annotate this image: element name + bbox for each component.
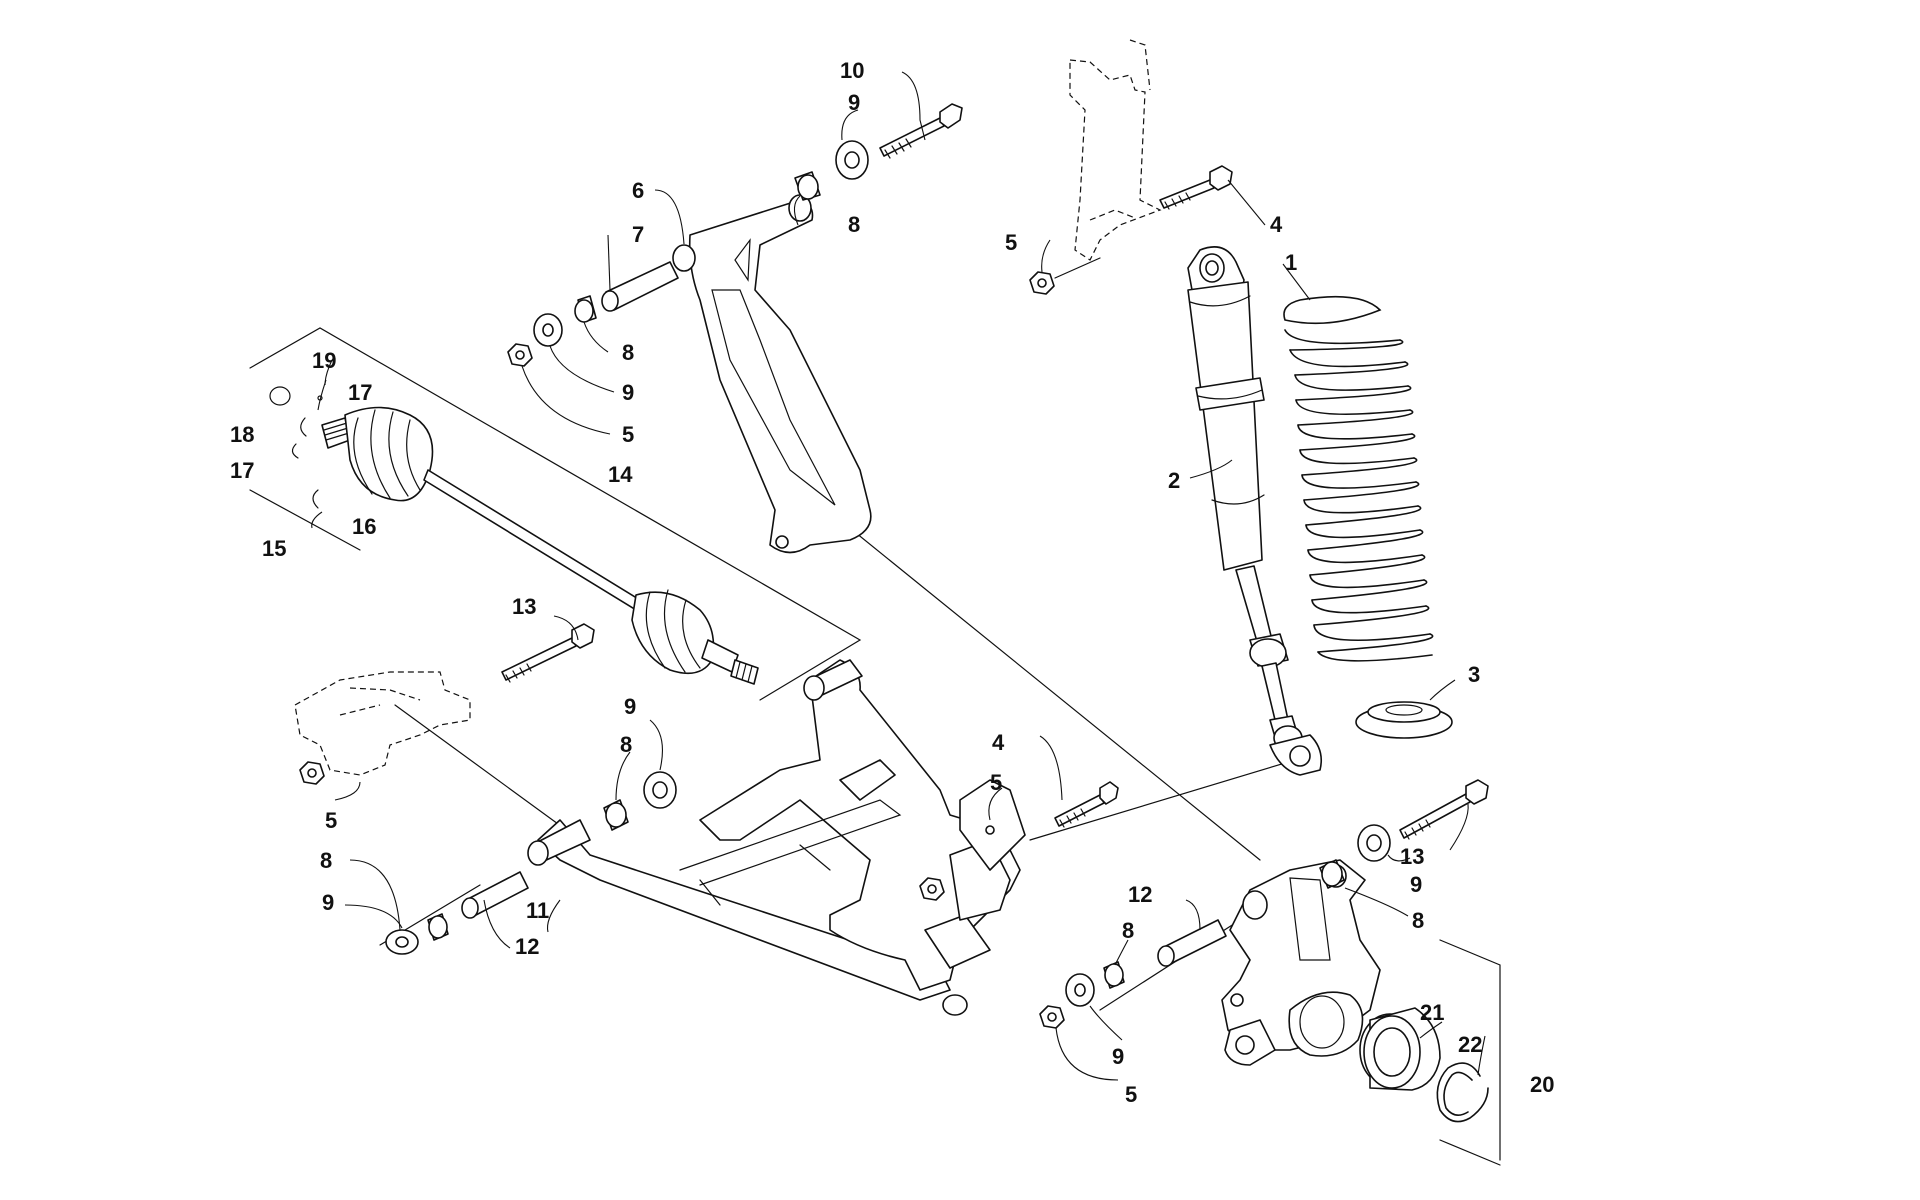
shock-mount-bracket — [959, 779, 1026, 871]
callout-5-frame: 5 — [325, 808, 337, 833]
wheel-bearing — [1359, 1007, 1441, 1091]
washer-knuckle-upper — [1357, 824, 1391, 862]
callout-22: 22 — [1458, 1032, 1482, 1057]
washer-lower-front — [643, 771, 677, 809]
callout-2: 2 — [1168, 468, 1180, 493]
knuckle-group-bracket — [1439, 939, 1501, 1166]
callout-11: 11 — [526, 898, 549, 923]
callout-7: 7 — [632, 222, 644, 247]
nut-upper-inner — [507, 343, 533, 367]
callout-9-knuckle-lower: 9 — [1112, 1044, 1124, 1069]
callout-16: 16 — [352, 514, 376, 539]
callout-14: 14 — [608, 462, 633, 487]
callout-5-shock-lower: 5 — [990, 770, 1002, 795]
callout-6: 6 — [632, 178, 644, 203]
callout-13-knuckle: 13 — [1400, 844, 1424, 869]
callout-labels: 1 2 3 4 4 5 5 5 5 5 6 7 8 8 8 8 8 8 9 9 … — [230, 58, 1554, 1107]
callout-9-knuckle-upper: 9 — [1410, 872, 1422, 897]
bushing-upper-inner — [601, 261, 679, 312]
steering-knuckle — [1221, 859, 1381, 1066]
callout-9-lower-rear: 9 — [322, 890, 334, 915]
callout-21: 21 — [1420, 1000, 1444, 1025]
nut-knuckle-lower — [1039, 1005, 1065, 1029]
bolt-shock-lower — [1054, 781, 1119, 828]
callout-5-upper-arm: 5 — [622, 422, 634, 447]
washer-lower-rear — [385, 929, 419, 955]
sleeve-upper-inner — [574, 295, 597, 323]
washer-upper-outer — [835, 140, 869, 180]
callout-9-upper-inner: 9 — [622, 380, 634, 405]
axle-clips — [269, 386, 323, 509]
lower-arm-front-tube — [803, 659, 863, 701]
sleeve-lower-front — [603, 799, 629, 831]
frame-mount-upper — [1069, 39, 1162, 261]
bolt-lower-inner — [501, 623, 595, 683]
callout-9-upper-outer: 9 — [848, 90, 860, 115]
axle-group-bracket — [249, 327, 862, 701]
callout-15: 15 — [262, 536, 286, 561]
callout-20: 20 — [1530, 1072, 1554, 1097]
callout-4-lower: 4 — [992, 730, 1005, 755]
sleeve-upper-outer — [794, 171, 821, 201]
frame-mount-lower — [294, 671, 471, 776]
callout-9-lower-front: 9 — [624, 694, 636, 719]
sleeve-lower-rear — [427, 913, 449, 941]
callout-12-lower-arm: 12 — [515, 934, 539, 959]
upper-control-arm — [672, 194, 872, 554]
callout-8-upper-outer: 8 — [848, 212, 860, 237]
washer-upper-inner — [533, 313, 563, 347]
leader-lines — [311, 71, 1486, 1081]
bushing-lower-rear — [461, 871, 529, 919]
callout-17-lower: 17 — [230, 458, 254, 483]
sleeve-knuckle-lower — [1103, 961, 1125, 989]
nut-shock-upper — [1029, 271, 1055, 295]
drive-axle — [321, 406, 759, 685]
coil-spring — [1283, 295, 1434, 662]
nut-lower-inner — [299, 761, 325, 785]
callout-19: 19 — [312, 348, 336, 373]
callout-5-shock-upper: 5 — [1005, 230, 1017, 255]
callout-8-lower-rear: 8 — [320, 848, 332, 873]
bushing-knuckle-lower — [1157, 919, 1227, 967]
callout-5-knuckle: 5 — [1125, 1082, 1137, 1107]
shock-absorber — [1187, 246, 1323, 776]
callout-8-knuckle-lower: 8 — [1122, 918, 1134, 943]
snap-ring — [1436, 1062, 1489, 1123]
bolt-knuckle-upper — [1399, 779, 1489, 840]
sleeve-knuckle-upper — [1319, 859, 1345, 889]
callout-3: 3 — [1468, 662, 1480, 687]
callout-17-upper: 17 — [348, 380, 372, 405]
callout-4-upper: 4 — [1270, 212, 1283, 237]
callout-10: 10 — [840, 58, 864, 83]
bolt-upper — [879, 103, 963, 159]
callout-8-upper-inner: 8 — [622, 340, 634, 365]
washer-knuckle-lower — [1065, 973, 1095, 1007]
callout-18: 18 — [230, 422, 254, 447]
lower-arm-rear-tube — [527, 819, 591, 866]
lower-control-arm — [537, 659, 1021, 1016]
callout-12-knuckle: 12 — [1128, 882, 1152, 907]
callout-13-frame: 13 — [512, 594, 536, 619]
callout-1: 1 — [1285, 250, 1297, 275]
spring-retainer — [1355, 701, 1453, 739]
callout-8-knuckle-upper: 8 — [1412, 908, 1424, 933]
callout-8-lower-front: 8 — [620, 732, 632, 757]
nut-shock-lower — [919, 877, 945, 901]
bolt-shock-upper — [1159, 165, 1233, 210]
